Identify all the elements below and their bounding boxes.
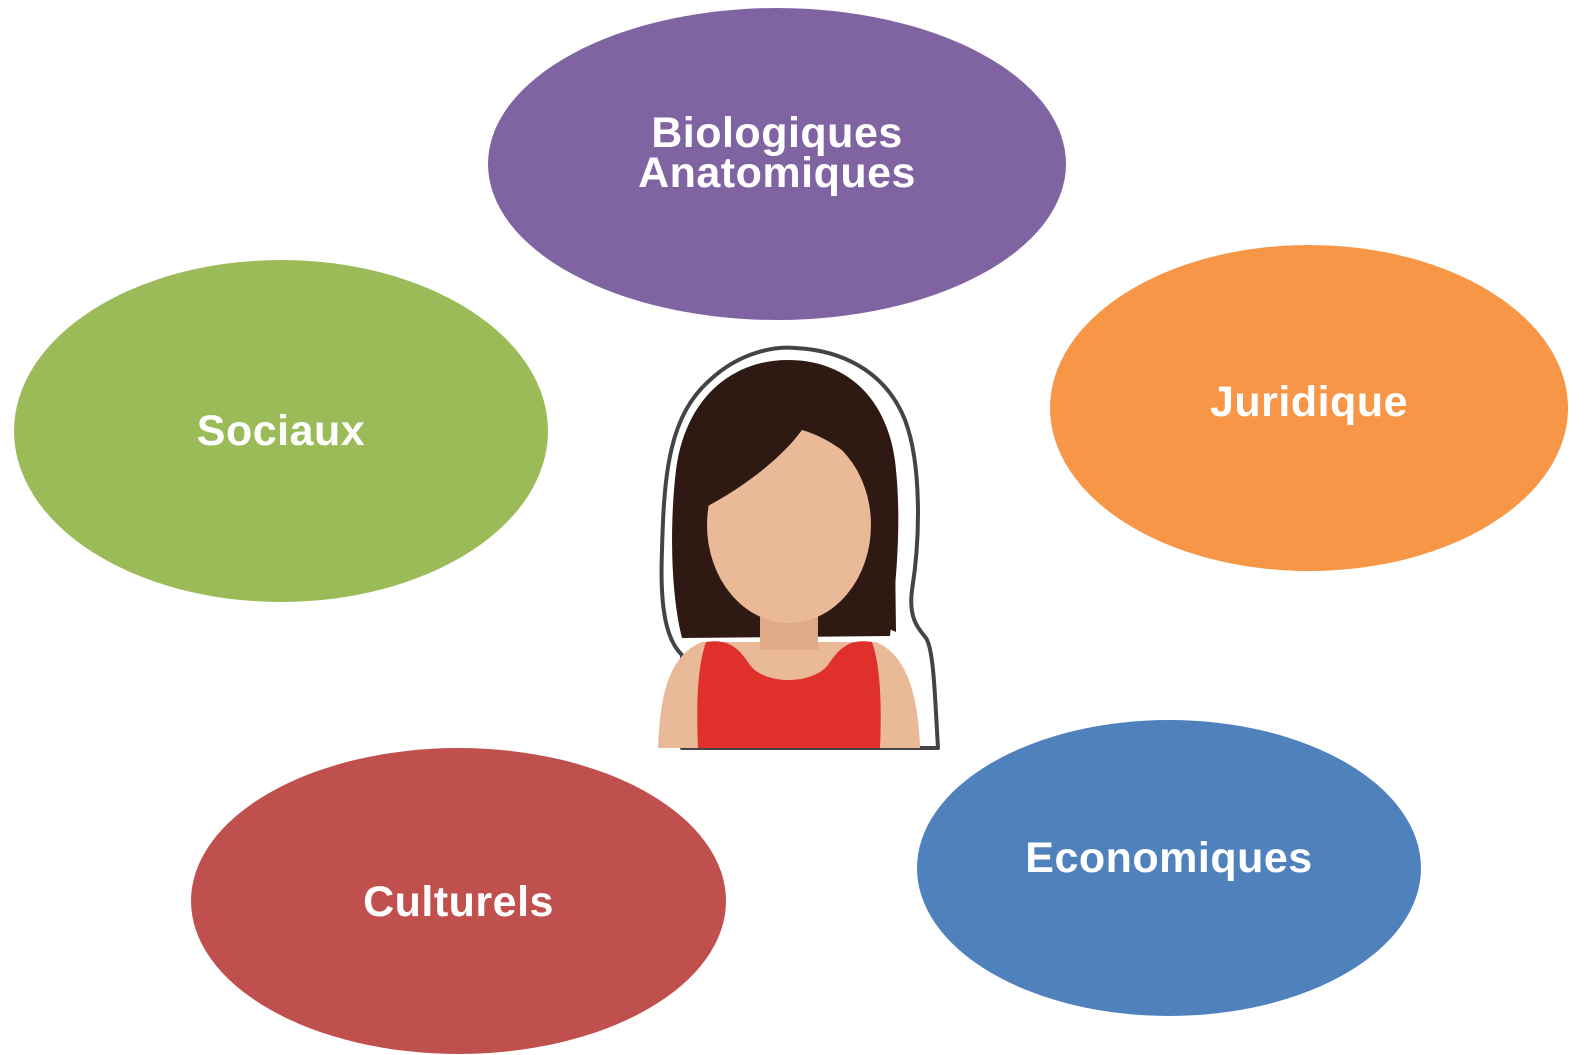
node-label: Juridique: [1209, 378, 1409, 426]
node-sociaux: Sociaux: [14, 260, 548, 602]
node-culturels: Culturels: [191, 748, 726, 1054]
node-juridique: Juridique: [1050, 245, 1568, 571]
avatar-hair-right: [872, 470, 896, 632]
node-biologiques-anatomiques: Biologiques Anatomiques: [488, 8, 1066, 320]
node-label: Economiques: [1025, 834, 1313, 882]
node-label-line: Anatomiques: [638, 149, 916, 197]
node-label-line: Biologiques: [651, 109, 903, 157]
avatar-red-top: [697, 641, 881, 748]
woman-avatar-icon: [658, 345, 940, 750]
node-economiques: Economiques: [917, 720, 1421, 1016]
node-label: Sociaux: [196, 407, 366, 455]
avatar-hair-left: [684, 470, 708, 630]
avatar-hair-fringe: [699, 392, 882, 510]
node-label: Culturels: [363, 878, 554, 926]
